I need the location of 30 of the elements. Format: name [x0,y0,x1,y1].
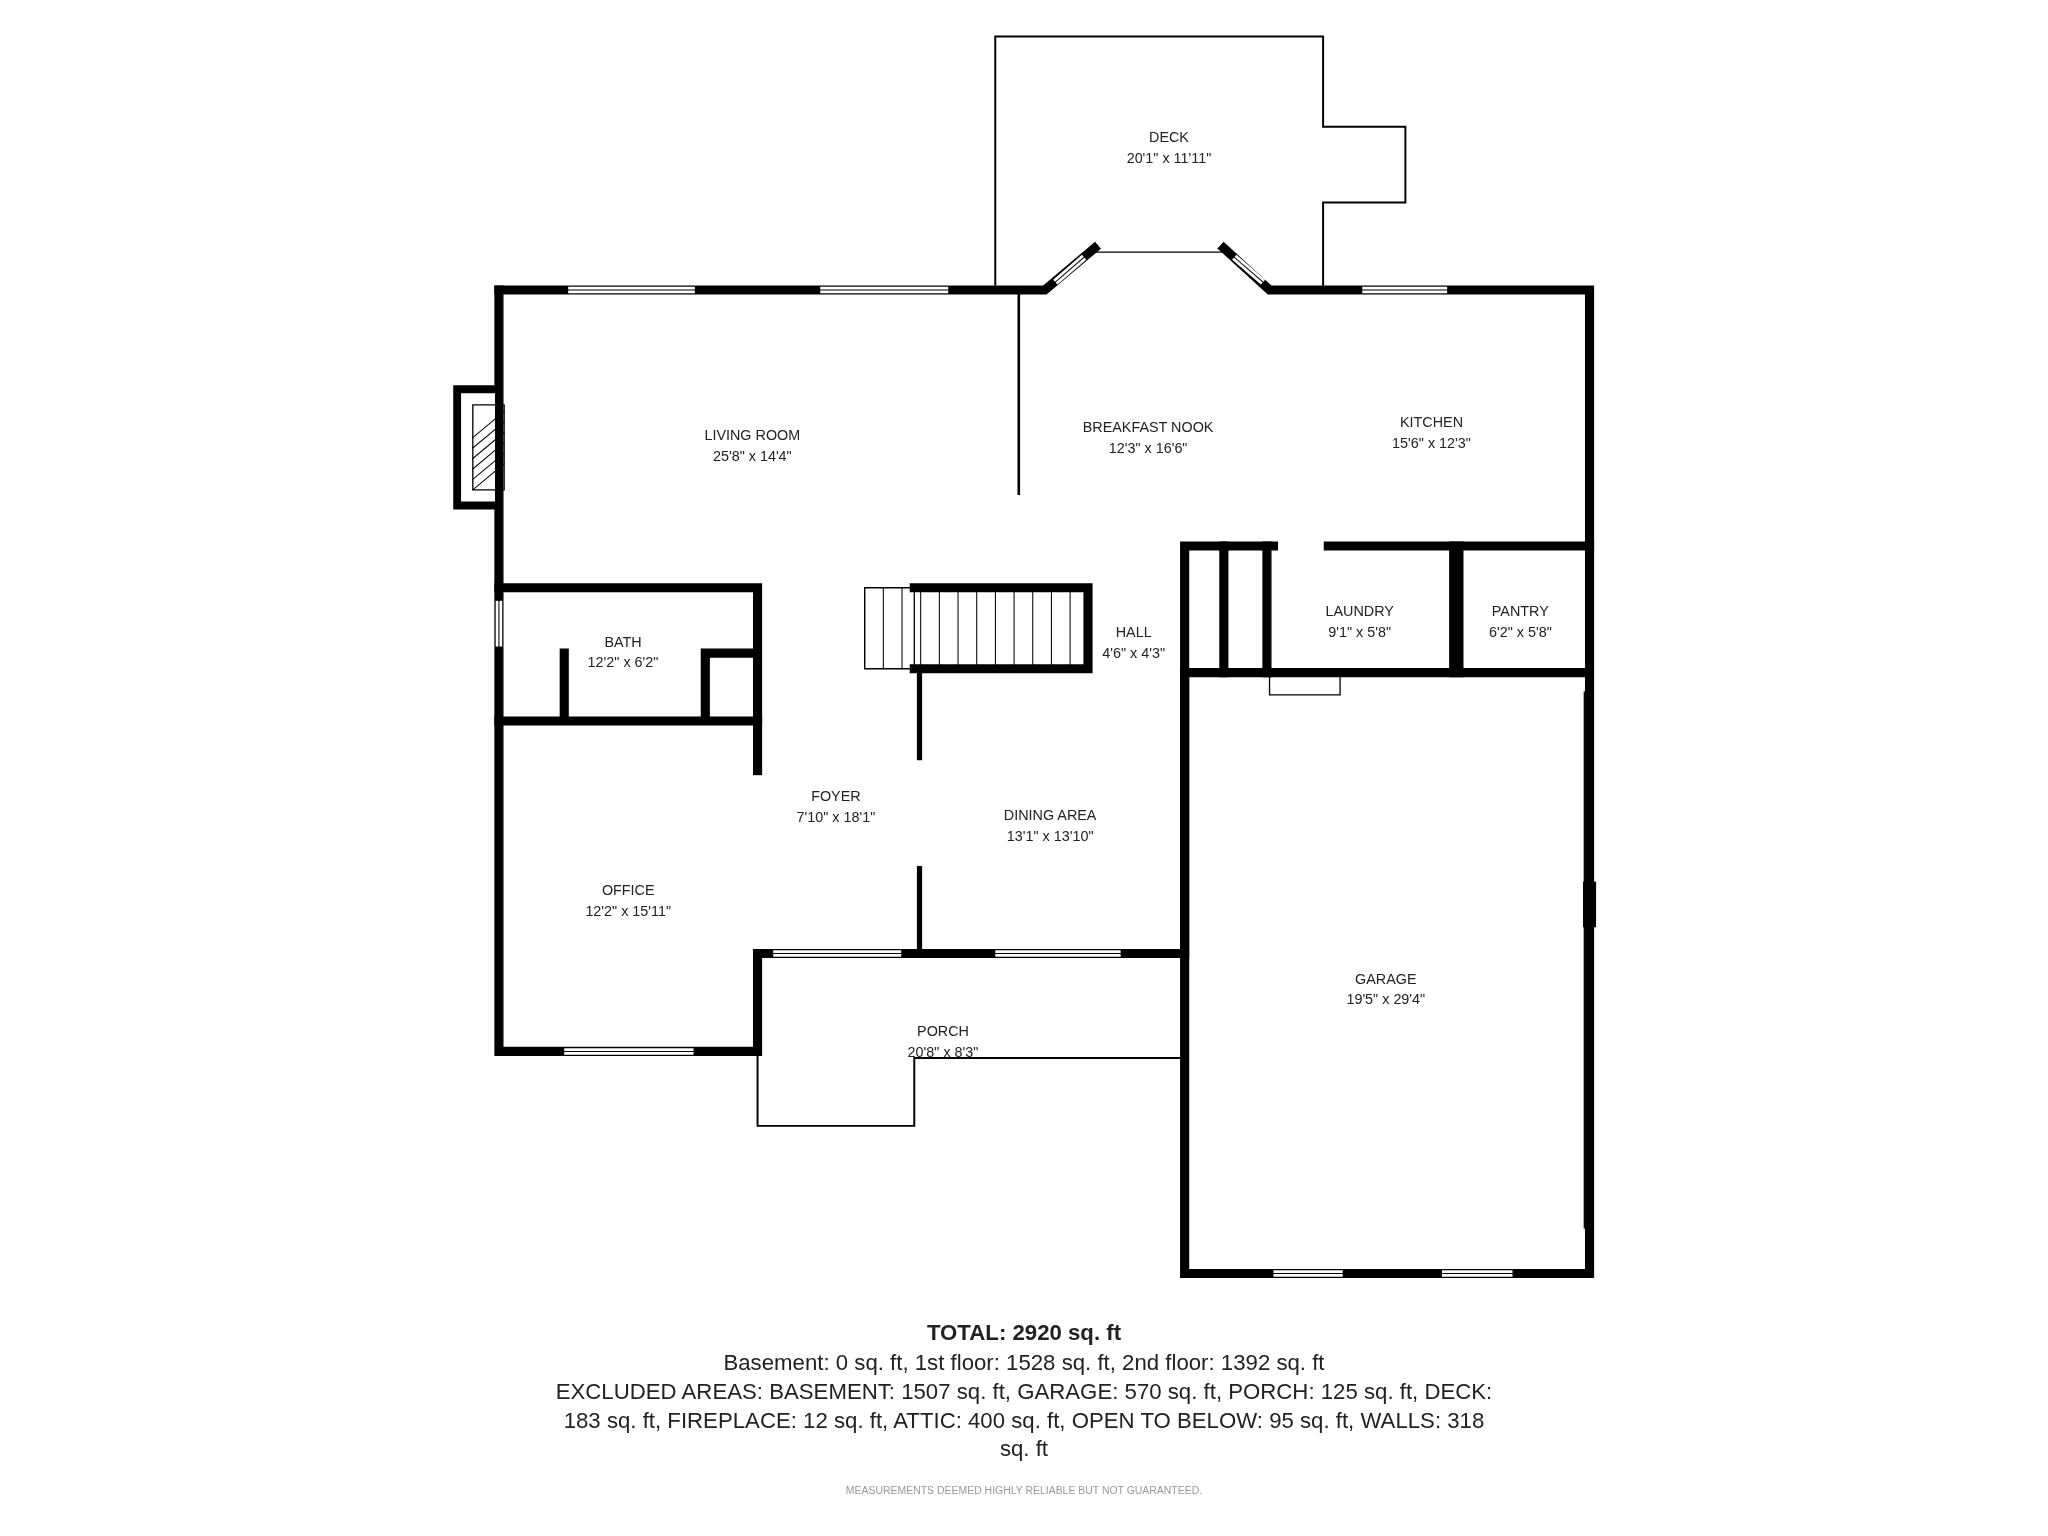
disclaimer: MEASUREMENTS DEEMED HIGHLY RELIABLE BUT NOT GUARANTEED. [844,1484,1204,1499]
room-dimensions: 15'6" x 12'3" [1392,433,1471,453]
room-dimensions: 13'1" x 13'10" [1005,827,1095,846]
room-dimensions: 12'2" x 15'11" [585,901,672,921]
room-dimensions: 4'6" x 4'3" [1102,644,1166,663]
room-name: OFFICE [600,880,656,900]
room-name: PANTRY [1490,602,1550,622]
room-dimensions: 20'1" x 11'11" [1126,149,1212,168]
room-name: PORCH [916,1021,970,1041]
room-name: BATH [603,632,643,652]
room-dimensions: 6'2" x 5'8" [1488,623,1552,642]
room-name: BREAKFAST NOOK [1082,418,1214,437]
room-name: DINING AREA [1003,806,1097,825]
room-dimensions: 20'8" x 8'3" [907,1042,979,1062]
room-name: LAUNDRY [1325,602,1394,622]
room-dimensions: 9'1" x 5'8" [1327,623,1393,642]
room-name: GARAGE [1354,969,1418,989]
floor-areas: Basement: 0 sq. ft, 1st floor: 1528 sq. ft, 2nd floor: 1392 sq. ft [501,1349,1547,1378]
room-name: LIVING ROOM [704,426,801,445]
room-dimensions: 19'5" x 29'4" [1346,990,1426,1009]
room-name: KITCHEN [1398,413,1465,432]
excluded-areas: EXCLUDED AREAS: BASEMENT: 1507 sq. ft, GARAGE: 570 sq. ft, PORCH: 125 sq. ft, DECK: 183 sq. ft, FIREPLACE: 12 sq. ft, ATTIC: 400 sq. ft, OPEN TO BELOW: 95 sq. ft, WALLS: 318 sq. ft [553,1377,1495,1465]
room-name: DECK [1148,128,1190,147]
room-name: HALL [1114,623,1153,642]
room-name: FOYER [810,786,862,806]
room-dimensions: 12'3" x 16'6" [1107,439,1189,458]
room-dimensions: 25'8" x 14'4" [711,447,793,466]
room-dimensions: 7'10" x 18'1" [796,807,876,827]
total-area: TOTAL: 2920 sq. ft [501,1319,1547,1348]
room-dimensions: 12'2" x 6'2" [587,653,659,673]
